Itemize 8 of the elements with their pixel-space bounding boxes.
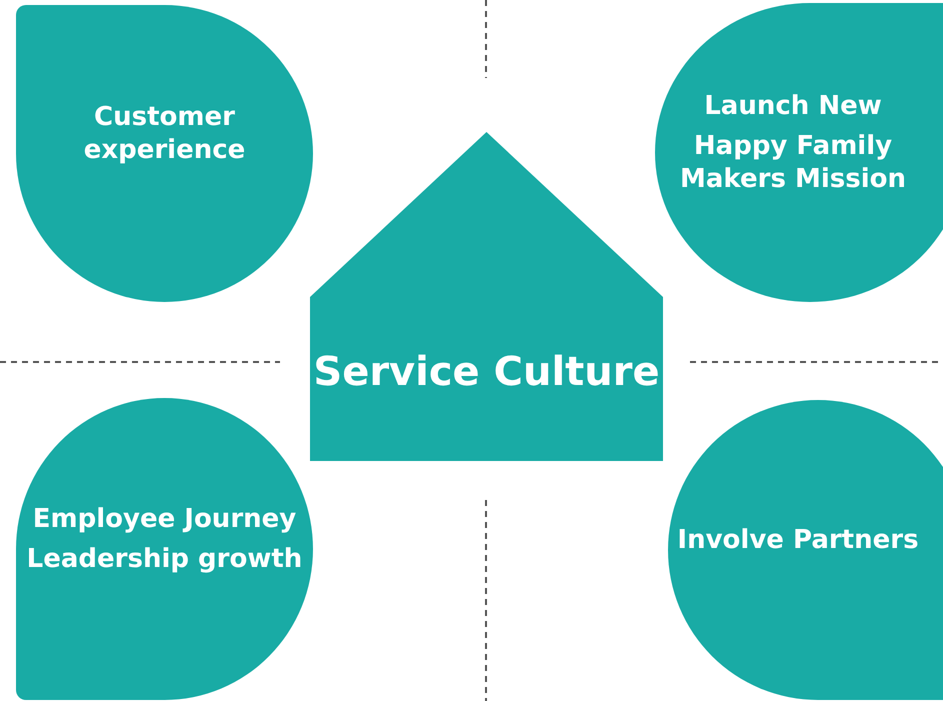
node-label: Involve Partners [677,524,919,556]
node-label: Employee Journey [32,502,296,535]
node-label: Happy Family Makers Mission [678,130,907,196]
house-shape [310,132,663,461]
node-label: Launch New [704,90,882,122]
node-label: Service Culture [313,348,660,396]
node-label: Customer experience [82,101,246,166]
node-label: Leadership growth [26,543,302,576]
